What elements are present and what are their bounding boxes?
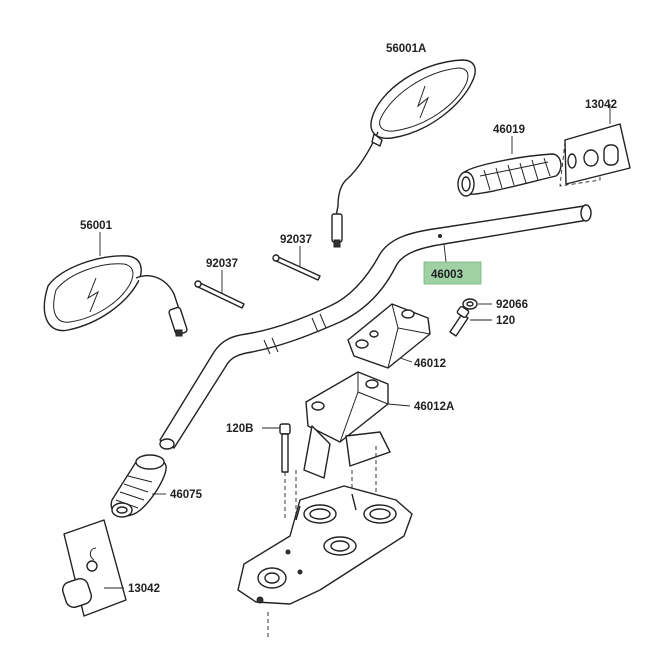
washer[interactable] bbox=[462, 298, 492, 310]
triple-clamp bbox=[237, 485, 413, 640]
label-46075: 46075 bbox=[170, 489, 203, 501]
label-120b: 120B bbox=[226, 423, 254, 435]
label-46003: 46003 bbox=[431, 269, 463, 281]
left-mirror[interactable] bbox=[43, 232, 188, 337]
label-120: 120 bbox=[496, 315, 515, 327]
bolt-small[interactable] bbox=[449, 305, 492, 337]
label-13042-bottom: 13042 bbox=[128, 583, 160, 595]
highlight-46003 bbox=[423, 261, 482, 285]
label-56001: 56001 bbox=[80, 220, 113, 232]
label-46012a: 46012A bbox=[414, 401, 454, 413]
grip-left[interactable] bbox=[110, 454, 167, 518]
band-left[interactable] bbox=[194, 270, 245, 309]
grip-cover-left[interactable] bbox=[61, 519, 127, 617]
label-13042-top: 13042 bbox=[585, 99, 617, 111]
label-56001a: 56001A bbox=[386, 43, 426, 55]
label-92037-left: 92037 bbox=[206, 258, 238, 270]
right-mirror[interactable] bbox=[331, 59, 476, 248]
holder-lower[interactable] bbox=[303, 371, 411, 479]
label-46019: 46019 bbox=[493, 124, 525, 136]
band-right[interactable] bbox=[272, 246, 321, 281]
grip-right[interactable] bbox=[457, 136, 562, 197]
grip-cover-right[interactable] bbox=[559, 104, 631, 187]
label-46012: 46012 bbox=[414, 358, 446, 370]
label-92066: 92066 bbox=[496, 299, 528, 311]
holder-upper[interactable] bbox=[347, 303, 431, 369]
handlebar[interactable] bbox=[159, 204, 592, 450]
label-92037-right: 92037 bbox=[280, 234, 312, 246]
